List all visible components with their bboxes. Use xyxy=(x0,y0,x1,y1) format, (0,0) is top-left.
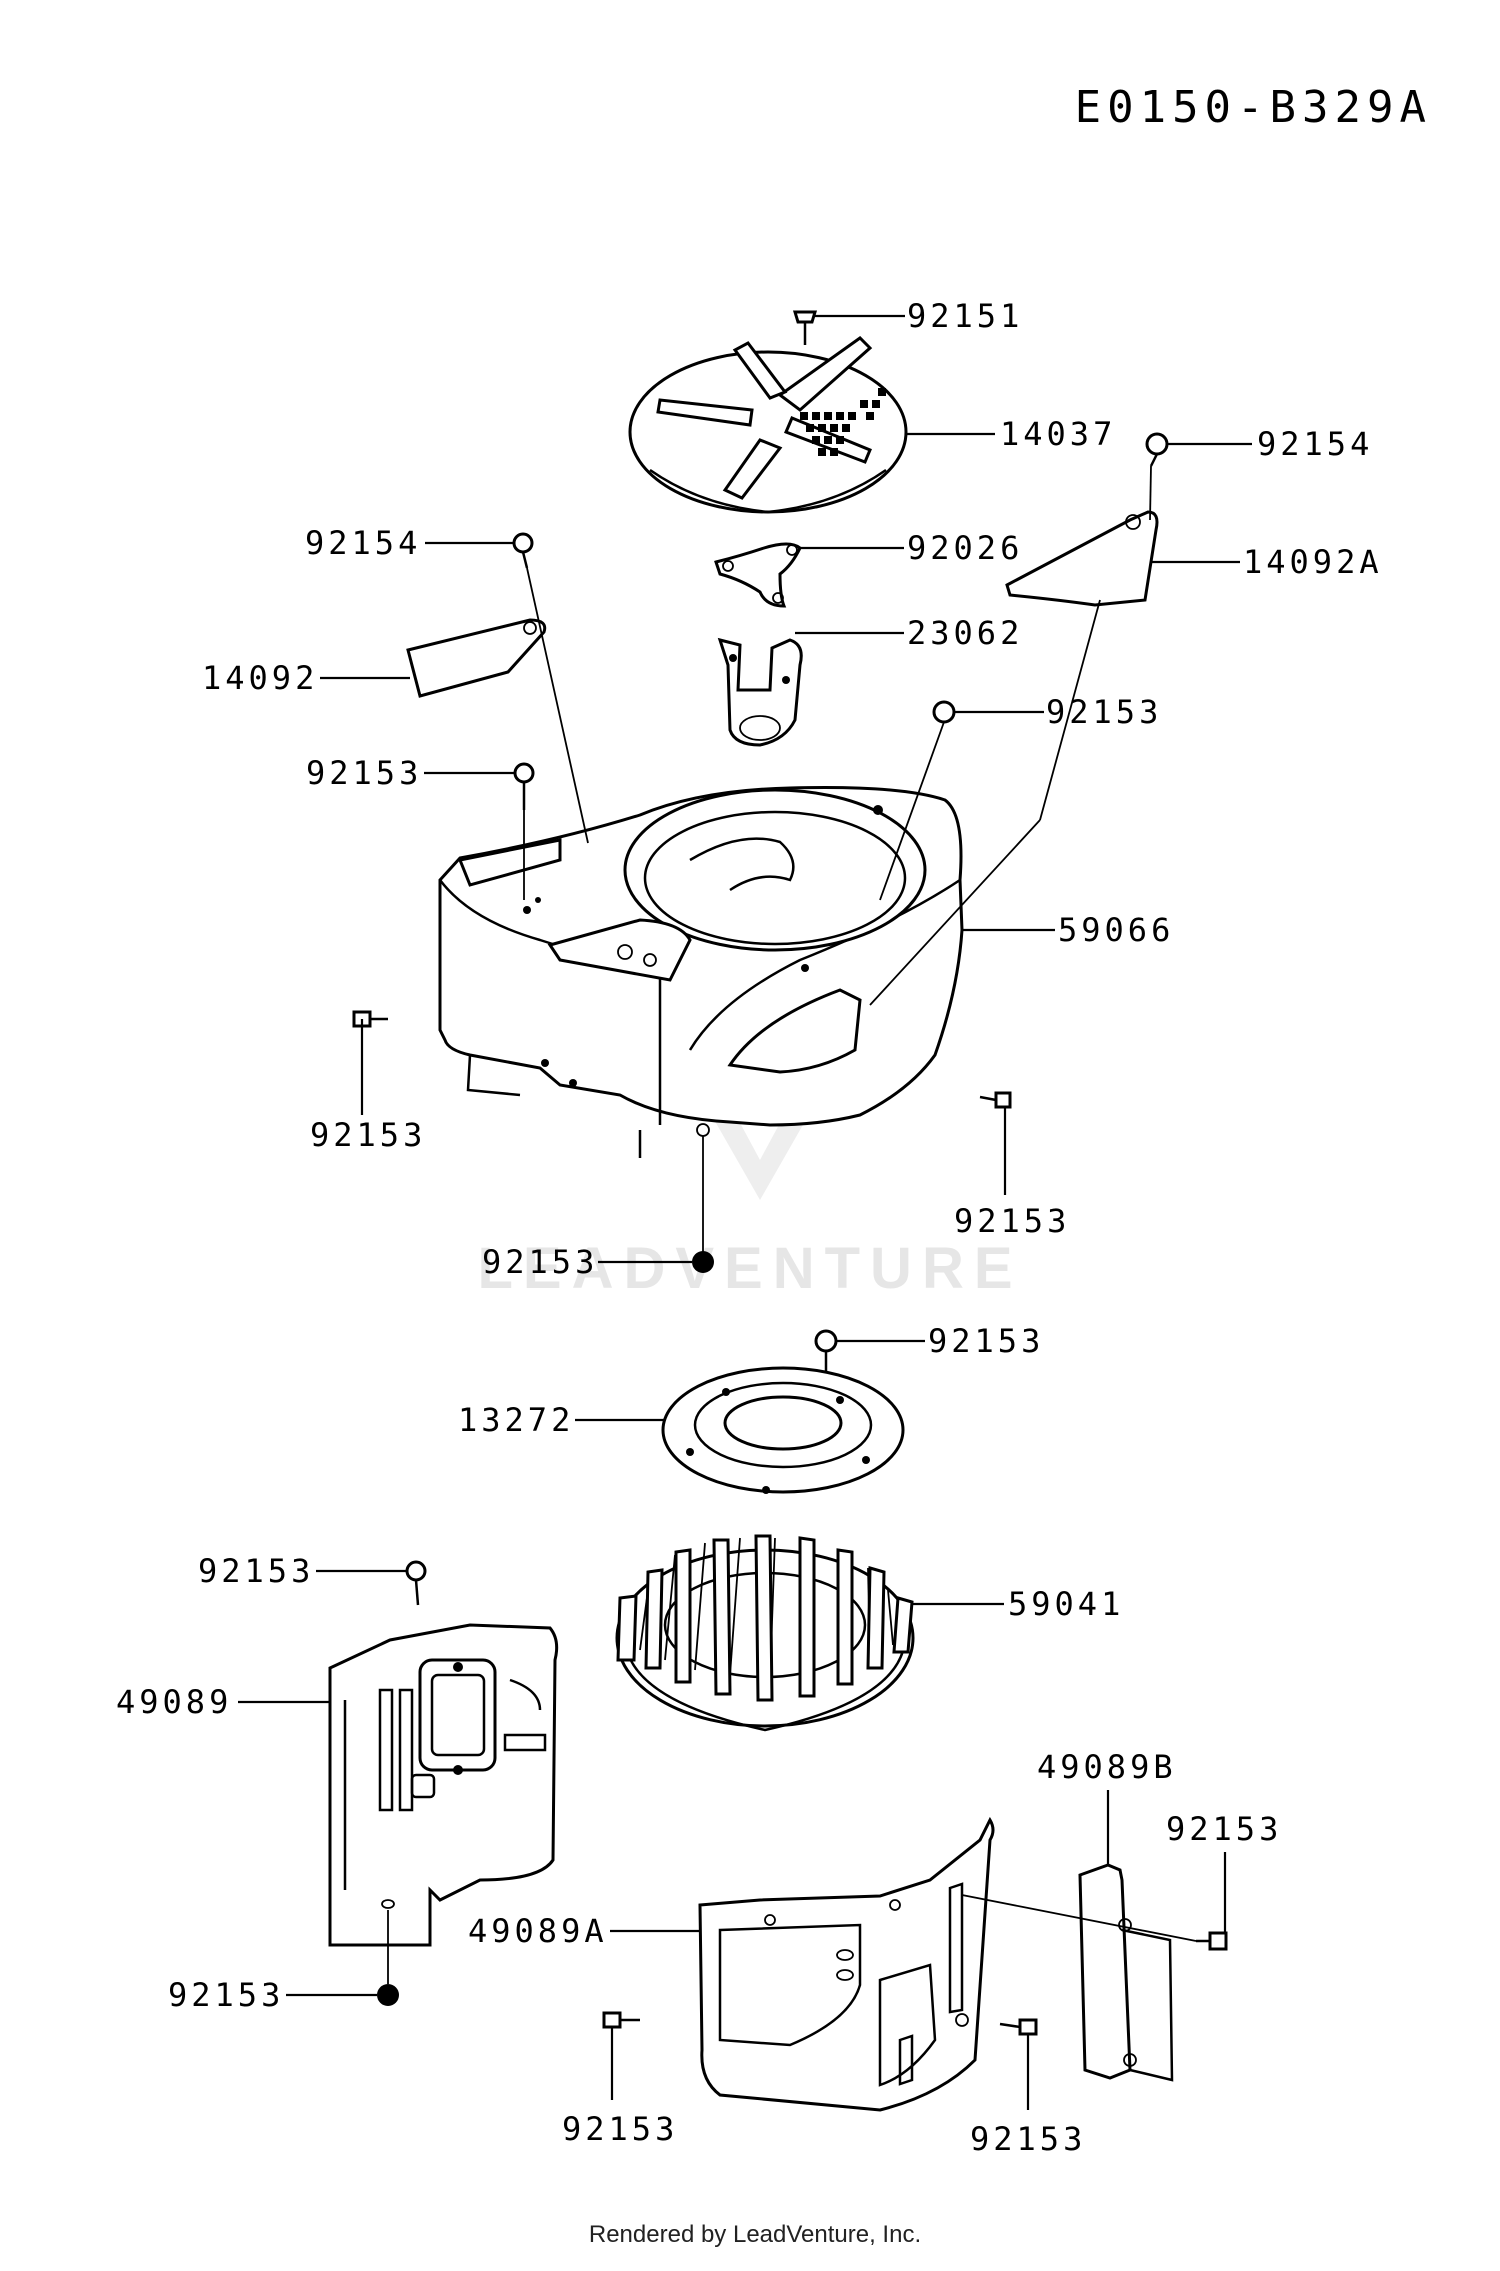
screw-92153-f-part xyxy=(1196,1931,1228,1951)
screw-92153-a-part xyxy=(932,700,956,724)
label-92026: 92026 xyxy=(907,529,1023,567)
label-92153-right-bolt: 92153 xyxy=(954,1202,1070,1240)
baffle-14092-part xyxy=(406,618,547,698)
label-92153-left-bolt: 92153 xyxy=(310,1116,426,1154)
plate-92026-part xyxy=(714,542,802,608)
label-92154-left: 92154 xyxy=(305,524,421,562)
label-14037: 14037 xyxy=(1000,415,1116,453)
nut-92153-e-part xyxy=(377,1984,399,2006)
label-59066: 59066 xyxy=(1058,911,1174,949)
diagram-code: E0150-B329A xyxy=(1075,82,1432,133)
part-labels: 92151 14037 92154 92154 92026 14092A 140… xyxy=(116,297,1383,2158)
label-14092: 14092 xyxy=(202,659,318,697)
label-23062: 23062 xyxy=(907,614,1023,652)
shroud-49089a-part xyxy=(698,1816,995,2112)
leader-lines xyxy=(238,314,1252,2110)
label-92154-right: 92154 xyxy=(1257,425,1373,463)
bolt-92153-h-part xyxy=(999,2018,1038,2036)
label-92153-f: 92153 xyxy=(1166,1810,1282,1848)
screw-92154-right-part xyxy=(1145,432,1169,467)
screen-14037-part xyxy=(628,336,908,514)
label-92153-h: 92153 xyxy=(970,2120,1086,2158)
bolt-92153-right-part xyxy=(979,1091,1012,1109)
cover-49089b-part xyxy=(1078,1863,1174,2082)
bolt-92153-left-part xyxy=(352,1010,388,1028)
screw-92151-part xyxy=(792,310,818,345)
nut-92153-bottom-part xyxy=(692,1251,714,1273)
bolt-92153-g-part xyxy=(602,2011,640,2029)
label-92153-e: 92153 xyxy=(168,1976,284,2014)
label-49089b: 49089B xyxy=(1037,1748,1177,1786)
label-92153-bottom-nut: 92153 xyxy=(482,1243,598,1281)
screw-92153-d-part xyxy=(405,1560,427,1606)
plate-13272-part xyxy=(661,1366,905,1494)
label-49089: 49089 xyxy=(116,1683,232,1721)
fan-59041-part xyxy=(615,1534,915,1732)
blower-housing-59066-part xyxy=(438,786,964,1158)
label-92153-d: 92153 xyxy=(198,1552,314,1590)
screw-92153-b-part xyxy=(513,762,535,810)
label-49089a: 49089A xyxy=(468,1912,608,1950)
baffle-14092a-part xyxy=(1005,510,1159,607)
label-13272: 13272 xyxy=(458,1401,574,1439)
label-92153-c: 92153 xyxy=(928,1322,1044,1360)
footer-credit: Rendered by LeadVenture, Inc. xyxy=(589,2221,921,2248)
label-59041: 59041 xyxy=(1008,1585,1124,1623)
shroud-49089-part xyxy=(328,1623,559,1947)
label-14092a: 14092A xyxy=(1243,543,1383,581)
bracket-23062-part xyxy=(717,637,803,747)
label-92151: 92151 xyxy=(907,297,1023,335)
label-92153-g: 92153 xyxy=(562,2110,678,2148)
label-92153-b: 92153 xyxy=(306,754,422,792)
watermark-text: LEADVENTURE xyxy=(477,1236,1022,1301)
screw-92154-left-part xyxy=(512,532,534,569)
label-92153-a: 92153 xyxy=(1046,693,1162,731)
